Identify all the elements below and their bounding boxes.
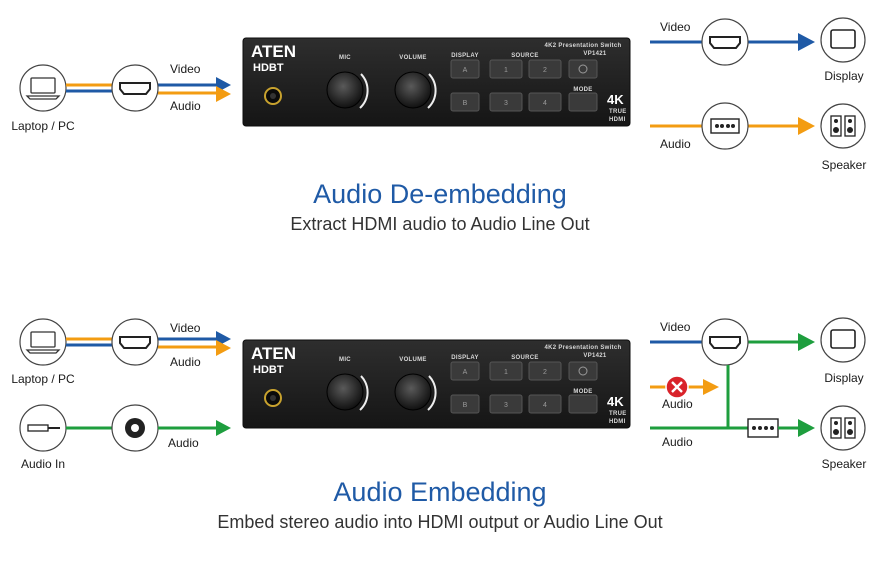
source-2-button: 2 bbox=[543, 369, 547, 376]
top-section: Laptop / PC Video Audio Video Display bbox=[11, 17, 867, 234]
device-brand-logo: ATEN bbox=[251, 344, 296, 363]
bottom-out-audio-blocked-label: Audio bbox=[662, 397, 693, 411]
blocked-x-icon bbox=[665, 375, 689, 399]
bottom-audio-label: Audio bbox=[170, 355, 201, 369]
bottom-out-video-label: Video bbox=[660, 320, 691, 334]
mode-button bbox=[568, 92, 598, 112]
display-group-label: DISPLAY bbox=[451, 53, 479, 59]
top-out-audio-arrow bbox=[798, 117, 815, 135]
mode-label: MODE bbox=[573, 87, 592, 93]
bottom-video-label: Video bbox=[170, 321, 201, 335]
bottom-subtitle: Embed stereo audio into HDMI output or A… bbox=[217, 512, 662, 532]
power-button bbox=[568, 361, 598, 381]
source-4-button: 4 bbox=[543, 402, 547, 409]
top-audio-label: Audio bbox=[170, 99, 201, 113]
model-line1: 4K2 Presentation Switch bbox=[545, 43, 622, 49]
bottom-out-video-arrow bbox=[798, 333, 815, 351]
source-2-button: 2 bbox=[543, 67, 547, 74]
audio-jack-icon bbox=[19, 404, 67, 452]
source-1-button: 1 bbox=[504, 67, 508, 74]
mode-label: MODE bbox=[573, 389, 592, 395]
bottom-title: Audio Embedding bbox=[333, 477, 546, 507]
terminal-block-icon bbox=[701, 102, 749, 150]
bottom-speaker-label: Speaker bbox=[822, 457, 867, 471]
top-title: Audio De-embedding bbox=[313, 179, 567, 209]
power-icon bbox=[578, 366, 588, 376]
hdmi-port-icon bbox=[701, 318, 749, 366]
display-a-button: A bbox=[463, 369, 468, 376]
top-video-label: Video bbox=[170, 62, 201, 76]
blocked-audio-arrow bbox=[703, 379, 719, 395]
source-3-button: 3 bbox=[504, 100, 508, 107]
top-out-video-label: Video bbox=[660, 20, 691, 34]
display-b-button: B bbox=[463, 100, 468, 107]
bottom-display-label: Display bbox=[824, 371, 863, 385]
mic-label: MIC bbox=[339, 357, 351, 363]
4k-logo: 4K bbox=[607, 394, 624, 409]
mode-button bbox=[568, 394, 598, 414]
4k-logo: 4K bbox=[607, 92, 624, 107]
top-display-label: Display bbox=[824, 69, 863, 83]
rca-port-icon bbox=[111, 404, 159, 452]
bottom-out-audio-label: Audio bbox=[662, 435, 693, 449]
true-logo: TRUE bbox=[609, 109, 627, 115]
presentation-switch-device: ATEN HDBT MIC VOLUME DISPLAY SOURCE 4K2 … bbox=[242, 339, 631, 429]
laptop-icon bbox=[19, 318, 67, 366]
source-group-label: SOURCE bbox=[511, 355, 538, 361]
bottom-section: Laptop / PC Video Audio Audio In Audio bbox=[11, 317, 867, 532]
mic-label: MIC bbox=[339, 55, 351, 61]
model-line2: VP1421 bbox=[583, 51, 607, 57]
terminal-block-icon bbox=[747, 418, 779, 438]
volume-label: VOLUME bbox=[399, 357, 426, 363]
mic-knob bbox=[326, 373, 364, 411]
display-icon bbox=[820, 317, 866, 363]
device-hdbt-logo: HDBT bbox=[253, 364, 284, 376]
hdmi-logo: HDMI bbox=[609, 117, 626, 123]
source-4-button: 4 bbox=[543, 100, 547, 107]
mic-knob bbox=[326, 71, 364, 109]
top-out-video-arrow bbox=[798, 33, 815, 51]
hdmi-port-icon bbox=[701, 18, 749, 66]
speaker-icon bbox=[820, 103, 866, 149]
bottom-source-label: Laptop / PC bbox=[11, 372, 75, 386]
hdmi-port-icon bbox=[111, 318, 159, 366]
speaker-icon bbox=[820, 405, 866, 451]
presentation-switch-device: ATEN HDBT MIC VOLUME DISPLAY SOURCE 4K2 … bbox=[242, 37, 631, 127]
volume-knob bbox=[394, 71, 432, 109]
display-b-button: B bbox=[463, 402, 468, 409]
bottom-in-audio-arrow bbox=[216, 340, 231, 356]
bottom-audio2-label: Audio bbox=[168, 436, 199, 450]
model-line1: 4K2 Presentation Switch bbox=[545, 345, 622, 351]
source-group-label: SOURCE bbox=[511, 53, 538, 59]
volume-knob bbox=[394, 373, 432, 411]
top-in-audio-arrow bbox=[216, 86, 231, 102]
bottom-out-audio-arrow bbox=[798, 419, 815, 437]
display-icon bbox=[820, 17, 866, 63]
audio-in-label: Audio In bbox=[21, 457, 65, 471]
display-group-label: DISPLAY bbox=[451, 355, 479, 361]
display-a-button: A bbox=[463, 67, 468, 74]
top-subtitle: Extract HDMI audio to Audio Line Out bbox=[290, 214, 589, 234]
device-brand-logo: ATEN bbox=[251, 42, 296, 61]
top-source-label: Laptop / PC bbox=[11, 119, 75, 133]
laptop-icon bbox=[19, 64, 67, 112]
volume-label: VOLUME bbox=[399, 55, 426, 61]
model-line2: VP1421 bbox=[583, 353, 607, 359]
top-speaker-label: Speaker bbox=[822, 158, 867, 172]
hdmi-logo: HDMI bbox=[609, 419, 626, 425]
top-out-audio-label: Audio bbox=[660, 137, 691, 151]
power-icon bbox=[578, 64, 588, 74]
device-hdbt-logo: HDBT bbox=[253, 62, 284, 74]
true-logo: TRUE bbox=[609, 411, 627, 417]
power-button bbox=[568, 59, 598, 79]
source-3-button: 3 bbox=[504, 402, 508, 409]
audio-in-arrow bbox=[216, 420, 231, 436]
hdmi-port-icon bbox=[111, 64, 159, 112]
source-1-button: 1 bbox=[504, 369, 508, 376]
